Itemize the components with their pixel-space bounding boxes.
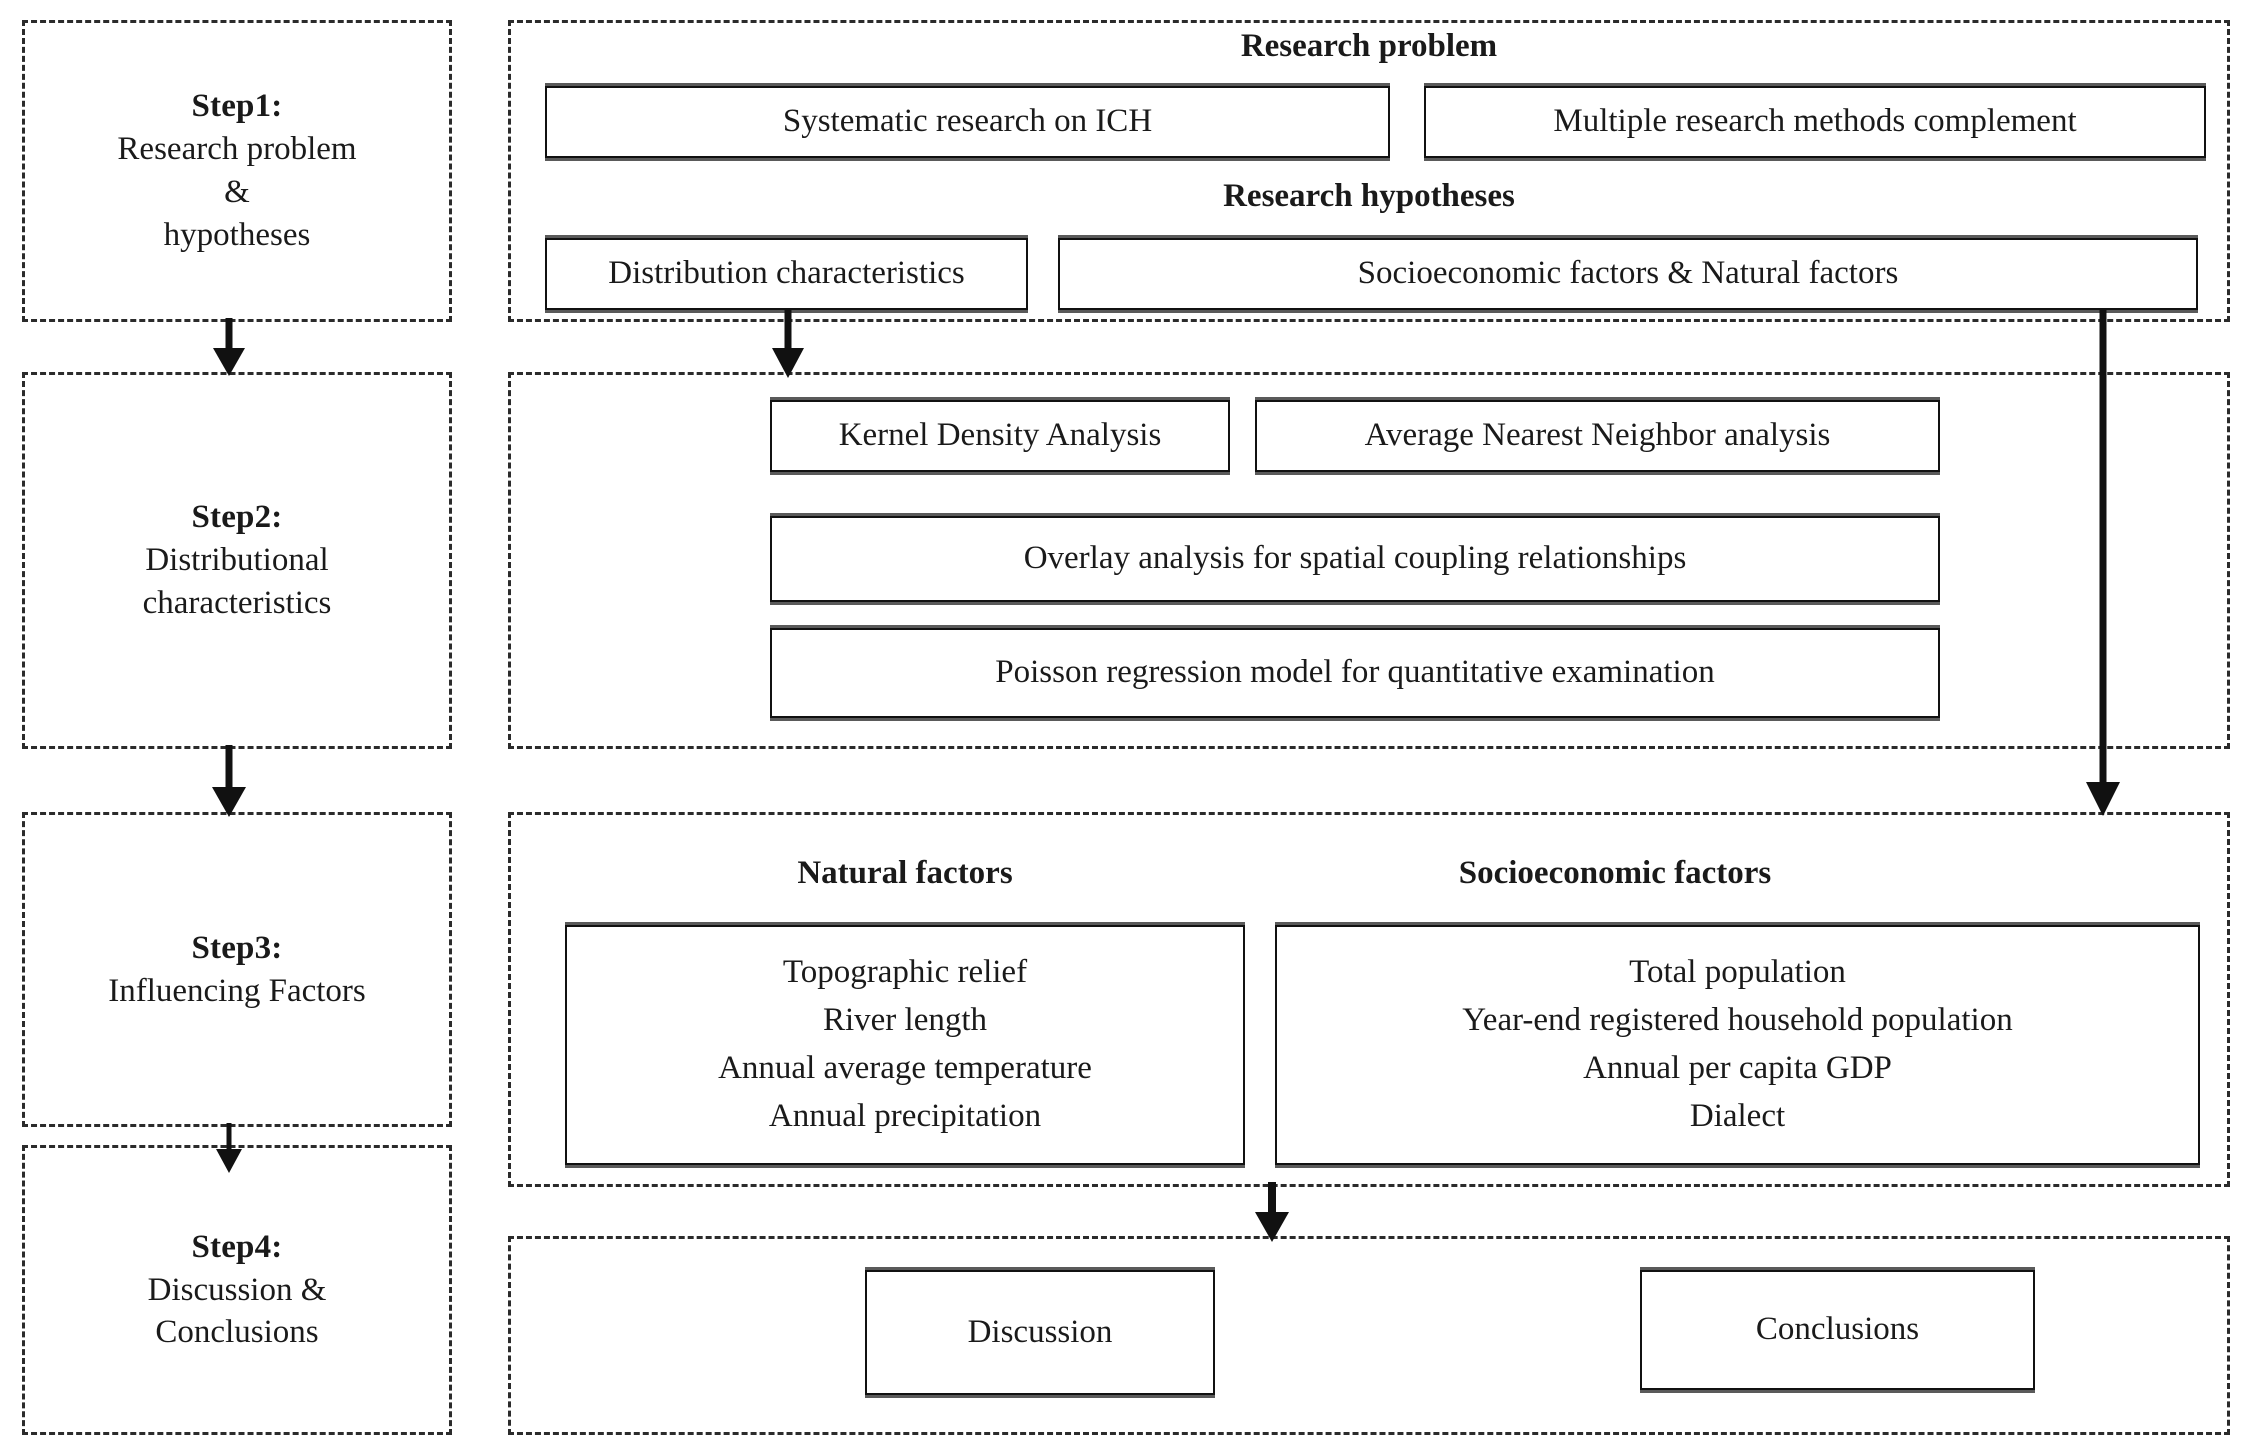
step1-line-2: & xyxy=(224,174,250,210)
heading-socioeconomic-factors: Socioeconomic factors xyxy=(1458,855,1772,891)
arrow-step2-to-step3 xyxy=(206,745,252,817)
arrow-step1-to-step2 xyxy=(206,318,252,376)
socioeconomic-factor-item: Total population xyxy=(1629,954,1846,991)
socioeconomic-factor-item: Annual per capita GDP xyxy=(1583,1050,1892,1086)
node-natural-factors-list[interactable]: Topographic relief River length Annual a… xyxy=(565,925,1245,1165)
step1-title: Step1: xyxy=(191,88,283,125)
socioeconomic-factor-item: Dialect xyxy=(1689,1097,1786,1134)
natural-factor-item: Annual precipitation xyxy=(768,1097,1042,1134)
natural-factor-item: Annual average temperature xyxy=(718,1050,1092,1086)
step4-label-panel: Step4: Discussion & Conclusions xyxy=(22,1145,452,1435)
step1-line-3: hypotheses xyxy=(163,216,311,253)
heading-research-hypotheses: Research hypotheses xyxy=(1223,178,1515,214)
node-average-nearest-neighbor-analysis[interactable]: Average Nearest Neighbor analysis xyxy=(1255,400,1940,472)
step4-content-panel xyxy=(508,1236,2230,1435)
node-conclusions[interactable]: Conclusions xyxy=(1640,1270,2035,1390)
arrow-step3-to-step4-main xyxy=(1250,1182,1294,1244)
node-systematic-research-on-ich[interactable]: Systematic research on ICH xyxy=(545,86,1390,158)
node-socioeconomic-factors-list[interactable]: Total population Year-end registered hou… xyxy=(1275,925,2200,1165)
node-distribution-characteristics[interactable]: Distribution characteristics xyxy=(545,238,1028,310)
step2-line-2: characteristics xyxy=(142,584,332,621)
step4-line-2: Conclusions xyxy=(155,1314,319,1351)
step2-label-panel: Step2: Distributional characteristics xyxy=(22,372,452,749)
step4-line-1: Discussion & xyxy=(147,1271,327,1308)
step2-content-panel xyxy=(508,372,2230,749)
node-kernel-density-analysis[interactable]: Kernel Density Analysis xyxy=(770,400,1230,472)
step1-label-panel: Step1: Research problem & hypotheses xyxy=(22,20,452,322)
node-poisson-regression-model[interactable]: Poisson regression model for quantitativ… xyxy=(770,628,1940,718)
step3-content-panel xyxy=(508,812,2230,1187)
heading-natural-factors: Natural factors xyxy=(797,855,1013,891)
step3-title: Step3: xyxy=(191,929,283,966)
natural-factor-item: River length xyxy=(822,1002,988,1039)
step1-content-panel xyxy=(508,20,2230,322)
socioeconomic-factor-item: Year-end registered household population xyxy=(1462,1002,2013,1039)
node-multiple-research-methods-complement[interactable]: Multiple research methods complement xyxy=(1424,86,2206,158)
heading-research-problem: Research problem xyxy=(1240,28,1498,64)
arrow-distribution-to-step2 xyxy=(766,308,810,378)
step2-line-1: Distributional xyxy=(145,542,329,579)
step4-title: Step4: xyxy=(191,1228,283,1265)
node-overlay-analysis[interactable]: Overlay analysis for spatial coupling re… xyxy=(770,516,1940,602)
step3-line-1: Influencing Factors xyxy=(108,972,366,1009)
step2-title: Step2: xyxy=(191,499,283,536)
arrow-socioeconomic-to-step3 xyxy=(2081,308,2125,818)
arrow-step3-to-step4 xyxy=(210,1123,248,1173)
step3-label-panel: Step3: Influencing Factors xyxy=(22,812,452,1127)
step1-line-1: Research problem xyxy=(117,131,357,168)
node-discussion[interactable]: Discussion xyxy=(865,1270,1215,1395)
natural-factor-item: Topographic relief xyxy=(782,954,1028,991)
node-socioeconomic-and-natural-factors[interactable]: Socioeconomic factors & Natural factors xyxy=(1058,238,2198,310)
